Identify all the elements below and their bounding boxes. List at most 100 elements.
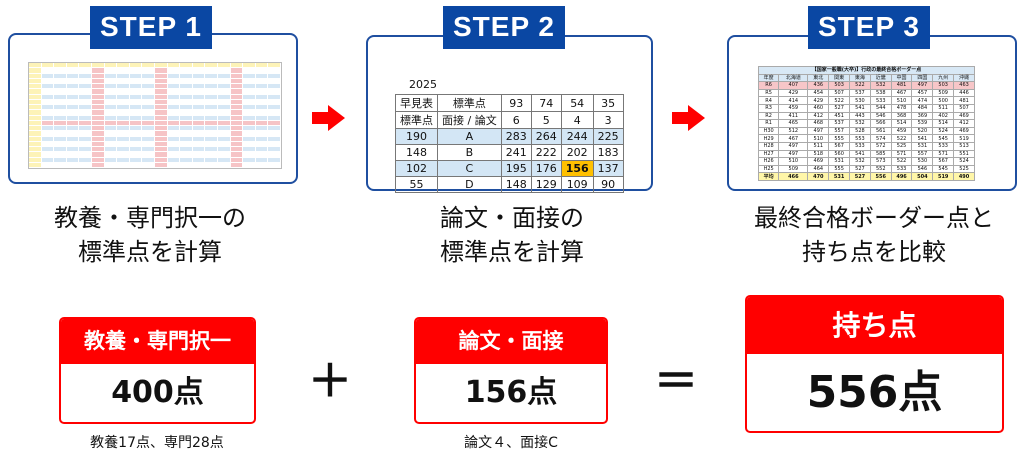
grid-cell — [205, 73, 218, 79]
grid-cell — [41, 99, 55, 105]
grid-cell — [142, 120, 155, 126]
grid-cell — [41, 136, 55, 142]
grid-cell — [218, 99, 231, 105]
table-cell: H30 — [757, 126, 780, 136]
grid-cell — [218, 105, 231, 111]
table-cell: 109 — [560, 176, 594, 193]
table-cell: 510 — [778, 157, 809, 166]
grid-cell — [41, 131, 55, 137]
grid-cell — [230, 73, 244, 79]
grid-cell — [243, 94, 256, 100]
grid-cell — [205, 147, 218, 153]
step2-year: 2025 — [409, 78, 437, 91]
table-cell: 514 — [890, 119, 913, 128]
grid-cell — [255, 157, 269, 163]
grid-cell — [192, 120, 206, 126]
grid-cell — [192, 126, 206, 132]
table-cell: C — [437, 160, 502, 177]
grid-cell — [117, 105, 130, 111]
grid-cell — [155, 157, 168, 163]
grid-cell — [243, 147, 256, 153]
grid-cell — [66, 162, 80, 168]
table-cell: 年度 — [757, 73, 780, 83]
step2-caption: 論文・面接の標準点を計算 — [440, 204, 584, 266]
box-label: 論文・面接 — [416, 319, 606, 364]
grid-cell — [54, 120, 67, 126]
grid-cell — [155, 141, 168, 147]
grid-cell — [243, 136, 256, 142]
table-cell: 436 — [807, 81, 830, 90]
grid-cell — [104, 68, 118, 74]
table-cell: 九州 — [932, 73, 955, 83]
grid-cell — [155, 115, 168, 121]
grid-cell — [66, 120, 80, 126]
grid-cell — [180, 141, 193, 147]
grid-cell — [29, 105, 42, 111]
table-cell: 541 — [849, 103, 871, 113]
grid-cell — [92, 84, 105, 90]
grid-cell — [129, 94, 143, 100]
grid-cell — [66, 157, 80, 163]
grid-cell — [268, 152, 281, 158]
grid-cell — [66, 99, 80, 105]
table-cell: 544 — [869, 103, 892, 113]
grid-cell — [268, 157, 281, 163]
table-cell: R4 — [757, 96, 780, 105]
grid-cell — [92, 152, 105, 158]
grid-cell — [218, 78, 231, 84]
grid-cell — [243, 68, 256, 74]
step3-badge: STEP 3 — [808, 6, 930, 49]
table-cell: 244 — [560, 128, 594, 145]
table-cell: 557 — [828, 126, 851, 136]
grid-cell — [167, 152, 181, 158]
grid-cell — [218, 94, 231, 100]
grid-cell — [79, 147, 92, 153]
grid-cell — [79, 73, 92, 79]
table-cell: 533 — [849, 141, 871, 151]
table-cell: 530 — [849, 96, 871, 105]
grid-cell — [92, 162, 105, 168]
grid-cell — [243, 126, 256, 132]
grid-cell — [180, 136, 193, 142]
table-cell: 510 — [890, 96, 913, 105]
grid-cell — [54, 126, 67, 132]
grid-cell — [192, 94, 206, 100]
grid-cell — [180, 126, 193, 132]
table-cell: 454 — [807, 88, 830, 98]
table-cell: 556 — [869, 172, 892, 181]
grid-cell — [230, 152, 244, 158]
table-cell: 496 — [890, 172, 913, 181]
table-cell: B — [437, 144, 502, 161]
grid-cell — [180, 84, 193, 90]
grid-cell — [268, 131, 281, 137]
table-cell: 466 — [778, 172, 809, 181]
table-cell: 509 — [932, 88, 955, 98]
grid-cell — [180, 105, 193, 111]
grid-cell — [230, 94, 244, 100]
grid-cell — [66, 94, 80, 100]
table-row: 年度北海道東北関東東海近畿中国四国九州沖縄 — [757, 73, 975, 83]
table-cell: A — [437, 128, 502, 145]
grid-cell — [155, 99, 168, 105]
grid-cell — [268, 115, 281, 121]
table-cell: 520 — [911, 126, 934, 136]
table-cell: 467 — [890, 88, 913, 98]
table-cell: 481 — [890, 81, 913, 90]
grid-cell — [218, 147, 231, 153]
grid-cell — [29, 63, 42, 69]
grid-cell — [142, 131, 155, 137]
grid-cell — [66, 147, 80, 153]
grid-cell — [29, 126, 42, 132]
table-cell: 469 — [953, 126, 975, 136]
table-cell: 369 — [911, 111, 934, 121]
grid-cell — [243, 131, 256, 137]
grid-cell — [142, 68, 155, 74]
grid-cell — [117, 68, 130, 74]
table-cell: 四国 — [911, 73, 934, 83]
table-cell: 137 — [592, 160, 624, 177]
table-cell: 148 — [500, 176, 532, 193]
grid-cell — [230, 136, 244, 142]
table-cell: 522 — [849, 81, 871, 90]
